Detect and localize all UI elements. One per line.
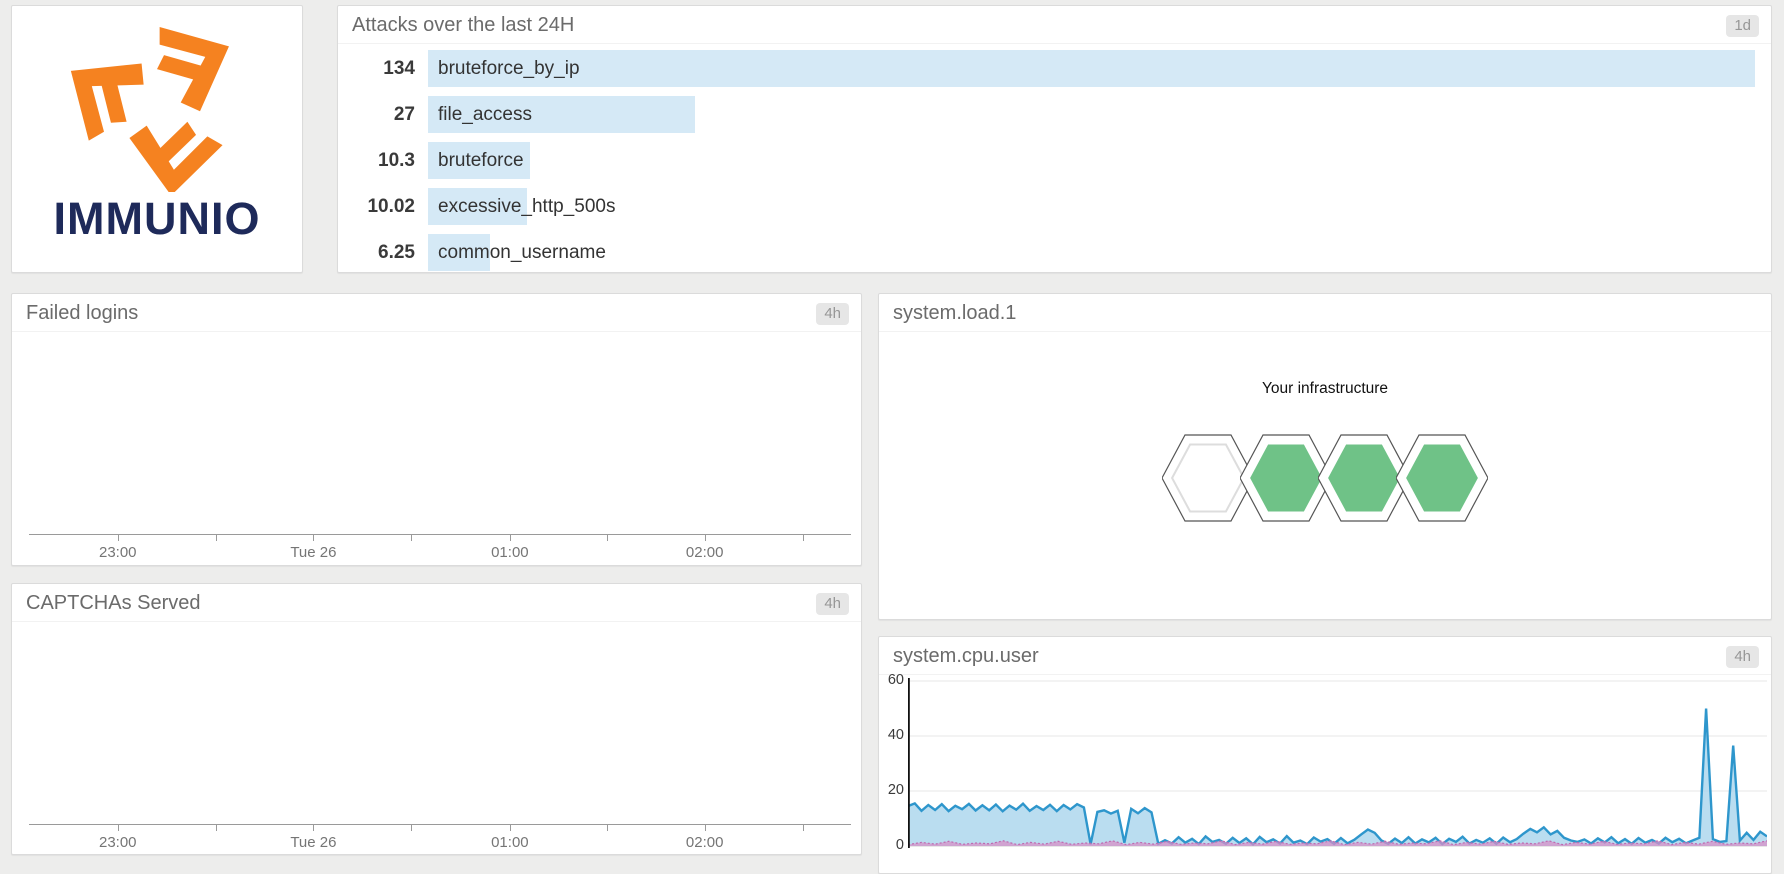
time-axis-label: Tue 26 xyxy=(290,544,337,561)
attack-bar-value: 10.3 xyxy=(378,150,415,171)
attack-bar-track: common_username xyxy=(428,234,1755,271)
captchas-header: CAPTCHAs Served 4h xyxy=(12,584,861,622)
cpu-chart-canvas xyxy=(907,678,1768,848)
time-axis-tick xyxy=(313,534,315,541)
attack-bar-track: bruteforce xyxy=(428,142,1755,179)
time-axis-label: 01:00 xyxy=(491,544,529,561)
cpu-area-chart: 0 20 40 60 xyxy=(888,672,1768,853)
infrastructure-hexmap xyxy=(879,433,1771,523)
cpu-timeframe-badge[interactable]: 4h xyxy=(1726,646,1759,668)
time-axis-label: 23:00 xyxy=(98,834,137,851)
attacks-bar-chart: 134 bruteforce_by_ip 27 file_access 10.3 brut… xyxy=(352,50,1755,271)
logo-panel: IMMUNIO xyxy=(11,5,303,273)
attacks-title: Attacks over the last 24H xyxy=(352,14,575,36)
cpu-title: system.cpu.user xyxy=(893,645,1039,667)
time-axis-tick xyxy=(117,824,119,831)
attack-bar-row[interactable]: 27 file_access xyxy=(352,96,1755,133)
immunio-shield-icon xyxy=(54,27,229,206)
attack-bar-value: 6.25 xyxy=(378,242,415,263)
time-axis-tick xyxy=(606,534,608,541)
failed-logins-time-axis: 23:00 Tue 26 01:00 02:00 xyxy=(29,534,851,561)
infra-hexagon-ok[interactable] xyxy=(1240,433,1332,523)
attack-bar-track: file_access xyxy=(428,96,1755,133)
attack-bar-row[interactable]: 10.02 excessive_http_500s xyxy=(352,188,1755,225)
time-axis-tick xyxy=(117,534,119,541)
system-load-title: system.load.1 xyxy=(893,302,1017,324)
attack-bar-label: common_username xyxy=(438,242,606,263)
system-load-header: system.load.1 xyxy=(879,294,1771,332)
attack-bar-label: file_access xyxy=(438,104,532,125)
captchas-title: CAPTCHAs Served xyxy=(26,592,201,614)
time-axis-tick xyxy=(704,824,706,831)
time-axis-tick xyxy=(411,824,413,831)
time-axis-label: 23:00 xyxy=(98,544,137,561)
time-axis-tick xyxy=(606,824,608,831)
cpu-ytick-label: 40 xyxy=(887,727,904,743)
failed-logins-timeframe-badge[interactable]: 4h xyxy=(816,303,849,325)
cpu-header: system.cpu.user 4h xyxy=(879,637,1771,675)
attacks-panel-header: Attacks over the last 24H 1d xyxy=(338,6,1771,44)
time-axis-tick xyxy=(313,824,315,831)
cpu-panel: system.cpu.user 4h 0 20 40 60 xyxy=(878,636,1772,874)
time-axis-tick xyxy=(704,534,706,541)
attack-bar-label: bruteforce_by_ip xyxy=(438,58,580,79)
captchas-timeframe-badge[interactable]: 4h xyxy=(816,593,849,615)
time-axis-tick xyxy=(215,824,217,831)
attack-bar-track: excessive_http_500s xyxy=(428,188,1755,225)
attack-bar-value: 134 xyxy=(383,58,415,79)
time-axis-label: 01:00 xyxy=(491,834,529,851)
time-axis-tick xyxy=(802,824,804,831)
infrastructure-label: Your infrastructure xyxy=(1261,380,1389,397)
infra-hexagon-ok[interactable] xyxy=(1318,433,1410,523)
time-axis-label: 02:00 xyxy=(685,544,724,561)
attack-bar[interactable] xyxy=(428,50,1755,87)
captchas-panel: CAPTCHAs Served 4h 23:00 Tue 26 01:00 02:00 xyxy=(11,583,862,855)
attack-bar-track: bruteforce_by_ip xyxy=(428,50,1755,87)
time-axis-tick xyxy=(509,824,511,831)
attack-bar[interactable] xyxy=(428,142,530,179)
system-load-panel: system.load.1 Your infrastructure xyxy=(878,293,1772,620)
attack-bar-value: 27 xyxy=(393,104,415,125)
attack-bar-label: bruteforce xyxy=(438,150,524,171)
attack-bar-row[interactable]: 10.3 bruteforce xyxy=(352,142,1755,179)
time-axis-tick xyxy=(215,534,217,541)
attack-bar[interactable] xyxy=(428,234,490,271)
infra-hexagon-ok[interactable] xyxy=(1396,433,1488,523)
attacks-panel: Attacks over the last 24H 1d 134 brutefor… xyxy=(337,5,1772,273)
attack-bar-row[interactable]: 6.25 common_username xyxy=(352,234,1755,271)
attack-bar-label: excessive_http_500s xyxy=(438,196,616,217)
failed-logins-header: Failed logins 4h xyxy=(12,294,861,332)
time-axis-label: Tue 26 xyxy=(290,834,337,851)
time-axis-tick xyxy=(509,534,511,541)
brand-wordmark: IMMUNIO xyxy=(53,193,261,244)
attack-bar[interactable] xyxy=(428,96,696,133)
captchas-time-axis: 23:00 Tue 26 01:00 02:00 xyxy=(29,824,851,851)
attack-bar-row[interactable]: 134 bruteforce_by_ip xyxy=(352,50,1755,87)
time-axis-tick xyxy=(802,534,804,541)
cpu-ytick-label: 60 xyxy=(887,672,904,688)
cpu-ytick-label: 0 xyxy=(895,837,904,853)
attack-bar[interactable] xyxy=(428,188,528,225)
failed-logins-panel: Failed logins 4h 23:00 Tue 26 01:00 02:00 xyxy=(11,293,862,566)
cpu-ytick-label: 20 xyxy=(887,782,904,798)
time-axis-tick xyxy=(411,534,413,541)
failed-logins-title: Failed logins xyxy=(26,302,139,324)
attack-bar-value: 10.02 xyxy=(367,196,415,217)
attacks-timeframe-badge[interactable]: 1d xyxy=(1726,15,1759,37)
infra-hexagon-empty[interactable] xyxy=(1162,433,1254,523)
time-axis-label: 02:00 xyxy=(685,834,724,851)
